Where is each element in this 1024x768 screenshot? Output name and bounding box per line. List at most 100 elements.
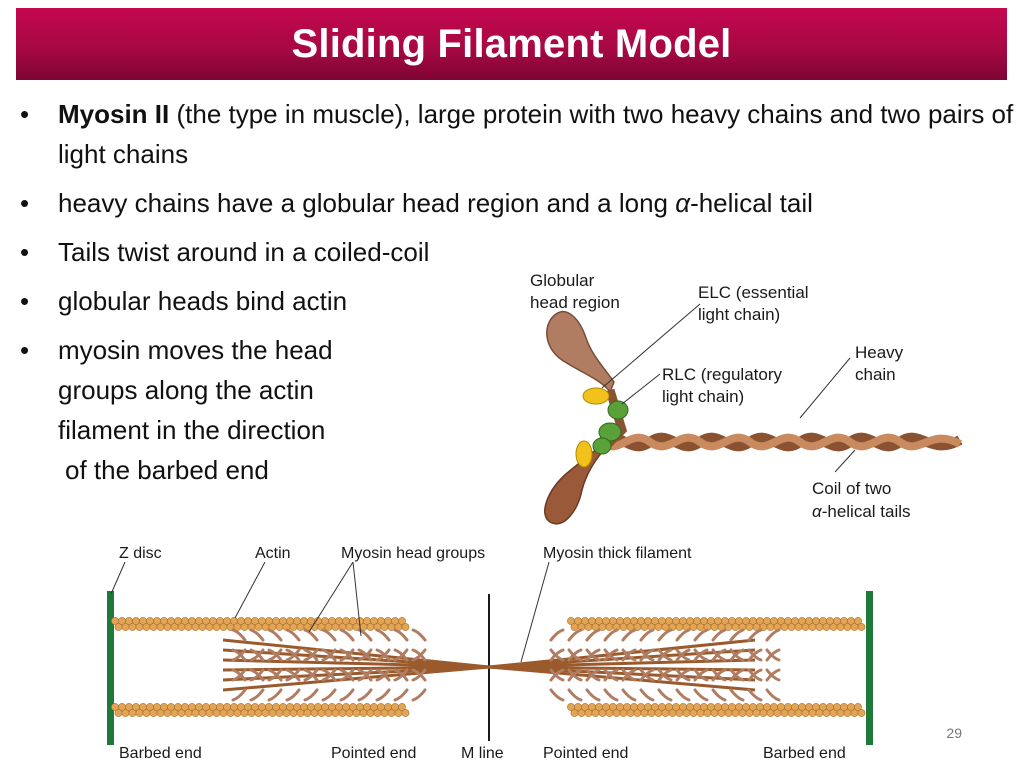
label-heavy-chain: chain bbox=[855, 365, 896, 384]
myosin-thick-filament bbox=[222, 628, 781, 702]
myosin-head bbox=[765, 668, 781, 682]
myosin-head bbox=[303, 648, 319, 662]
myosin-head bbox=[639, 688, 655, 702]
actin-bead bbox=[401, 709, 410, 717]
myosin-head bbox=[729, 648, 745, 662]
bullet-text: -helical tail bbox=[690, 188, 813, 218]
myosin-head bbox=[603, 688, 619, 702]
myosin-head bbox=[585, 668, 601, 682]
myosin-head bbox=[339, 648, 355, 662]
myosin-head bbox=[639, 648, 655, 662]
myosin-head bbox=[729, 628, 745, 642]
bullet-text: globular heads bind actin bbox=[58, 286, 348, 316]
bullet-bold: Myosin II bbox=[58, 99, 170, 129]
myosin-head bbox=[339, 688, 355, 702]
myosin-head bbox=[693, 628, 709, 642]
actin-bead bbox=[854, 703, 862, 711]
leader-z-disc bbox=[110, 561, 126, 595]
upper-head bbox=[546, 311, 615, 394]
myosin-head bbox=[675, 668, 691, 682]
myosin-head bbox=[747, 668, 763, 682]
myosin-head bbox=[747, 628, 763, 642]
lower-head bbox=[544, 442, 608, 525]
bullet-tails: Tails twist around in a coiled-coil bbox=[20, 232, 1018, 272]
myosin-head bbox=[711, 688, 727, 702]
myosin-head bbox=[303, 668, 319, 682]
myosin-head bbox=[321, 648, 337, 662]
myosin-head bbox=[339, 668, 355, 682]
label-coil: Coil of two bbox=[812, 479, 891, 498]
label-pointed-left: Pointed end bbox=[331, 745, 416, 762]
page-number: 29 bbox=[946, 725, 962, 741]
myosin-head bbox=[375, 648, 391, 662]
myosin-head bbox=[249, 668, 265, 682]
myosin-head bbox=[267, 648, 283, 662]
label-head-region: head region bbox=[530, 293, 620, 312]
myosin-head bbox=[567, 668, 583, 682]
label-barbed-left: Barbed end bbox=[119, 745, 202, 762]
leader-heads-1 bbox=[308, 561, 354, 633]
alpha-symbol: α bbox=[675, 188, 691, 218]
myosin-head bbox=[267, 648, 283, 662]
myosin-head bbox=[339, 628, 355, 642]
label-elc: ELC (essential bbox=[698, 283, 809, 302]
myosin-head bbox=[393, 688, 409, 702]
myosin-head bbox=[675, 668, 691, 682]
slide-title: Sliding Filament Model bbox=[291, 21, 732, 66]
myosin-head bbox=[603, 648, 619, 662]
actin-filament-bottom-right bbox=[567, 703, 866, 717]
myosin-head bbox=[549, 668, 565, 682]
myosin-head bbox=[657, 648, 673, 662]
myosin-head bbox=[621, 648, 637, 662]
myosin-head bbox=[267, 668, 283, 682]
myosin-head bbox=[285, 668, 301, 682]
myosin-head bbox=[411, 648, 427, 662]
myosin-head bbox=[375, 648, 391, 662]
elc-yellow-1 bbox=[582, 387, 610, 405]
myosin-head bbox=[549, 628, 565, 642]
leader-heads-2 bbox=[352, 561, 362, 637]
myosin-head bbox=[711, 648, 727, 662]
myosin-head bbox=[249, 628, 265, 642]
myosin-head bbox=[375, 628, 391, 642]
bullet-text: (the type in muscle), large protein with… bbox=[58, 99, 1014, 169]
coiled-tail bbox=[598, 432, 963, 452]
actin-bead bbox=[398, 617, 406, 625]
myosin-head bbox=[693, 648, 709, 662]
myosin-head bbox=[603, 668, 619, 682]
myosin-head bbox=[621, 628, 637, 642]
myosin-head bbox=[357, 648, 373, 662]
bullet-list: Myosin II (the type in muscle), large pr… bbox=[20, 94, 1018, 499]
myosin-head bbox=[765, 648, 781, 662]
myosin-head bbox=[747, 648, 763, 662]
myosin-head bbox=[285, 648, 301, 662]
myosin-head bbox=[567, 628, 583, 642]
myosin-head bbox=[231, 648, 247, 662]
myosin-head bbox=[585, 628, 601, 642]
myosin-head bbox=[603, 668, 619, 682]
myosin-head bbox=[549, 648, 565, 662]
myosin-head bbox=[393, 668, 409, 682]
myosin-head bbox=[729, 668, 745, 682]
myosin-head bbox=[675, 648, 691, 662]
leader-rlc bbox=[621, 373, 661, 405]
myosin-head bbox=[393, 668, 409, 682]
myosin-head bbox=[411, 668, 427, 682]
myosin-head bbox=[657, 668, 673, 682]
leader-heavy bbox=[799, 357, 851, 419]
myosin-head bbox=[621, 688, 637, 702]
myosin-head bbox=[675, 628, 691, 642]
myosin-head bbox=[357, 668, 373, 682]
thick-filament-strand bbox=[222, 665, 756, 692]
actin-bead bbox=[854, 617, 862, 625]
myosin-head bbox=[357, 668, 373, 682]
leader-coil bbox=[834, 449, 856, 473]
myosin-head bbox=[285, 628, 301, 642]
myosin-head bbox=[585, 668, 601, 682]
myosin-head bbox=[657, 628, 673, 642]
myosin-head bbox=[711, 668, 727, 682]
bullet-line: myosin moves the head bbox=[58, 335, 333, 365]
rlc-green-2 bbox=[598, 422, 622, 442]
leader-actin bbox=[234, 561, 266, 619]
myosin-head bbox=[231, 628, 247, 642]
